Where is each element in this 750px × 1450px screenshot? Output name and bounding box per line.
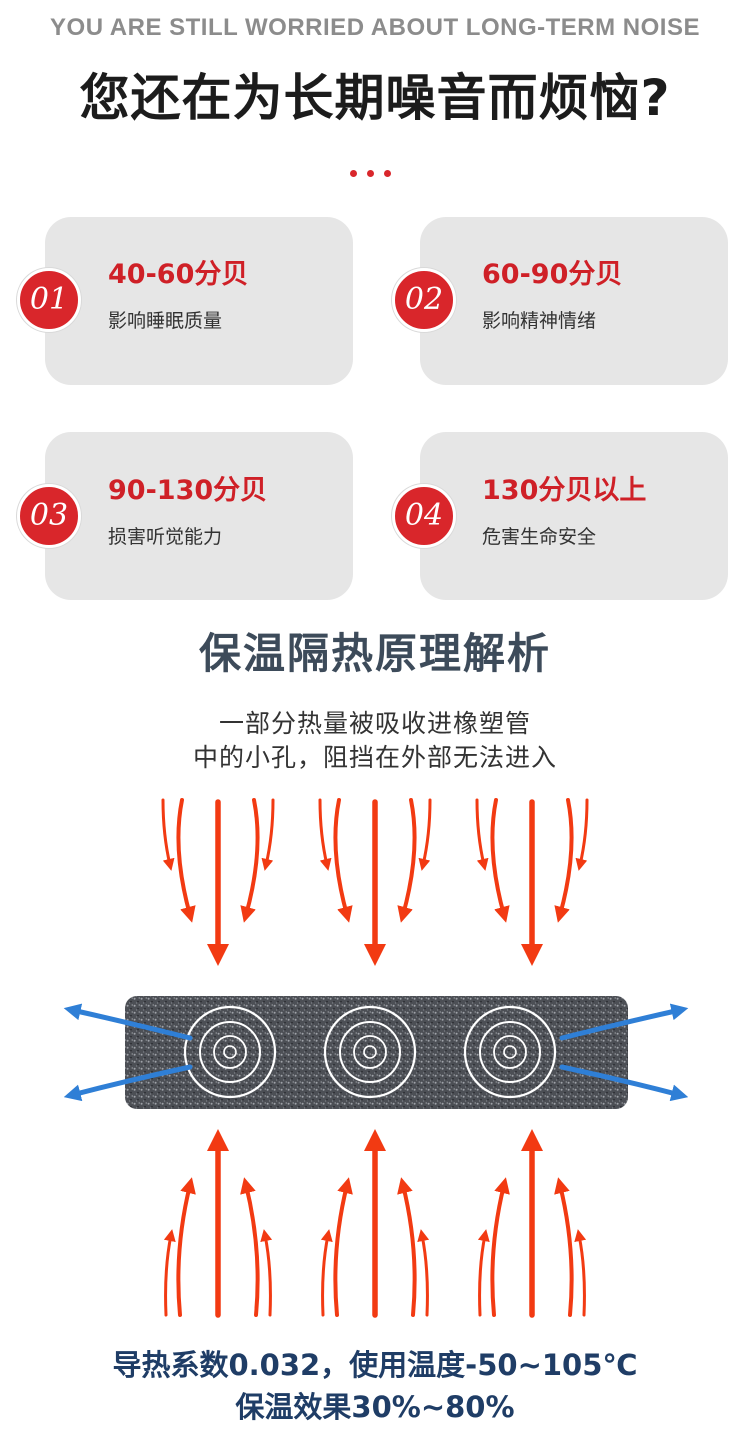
insulation-diagram [63,798,689,1318]
number-badge-1: 01 [17,268,81,332]
number-badge-4: 04 [392,484,456,548]
noise-card-4 [420,432,728,600]
dot-icon [384,170,391,177]
principle-text-2: 中的小孔，阻挡在外部无法进入 [192,743,557,772]
foam-cell-rings [183,1005,557,1099]
dot-icon [367,170,374,177]
footer-spec-2: 保温效果30%~80% [235,1390,515,1424]
noise-level-3: 90-130分贝 [108,475,268,506]
noise-card-1 [45,217,353,385]
dot-icon [350,170,357,177]
principle-text-1: 一部分热量被吸收进橡塑管 [218,709,531,738]
number-badge-2: 02 [392,268,456,332]
noise-level-2: 60-90分贝 [482,259,623,290]
number-badge-3: 03 [17,484,81,548]
noise-card-2 [420,217,728,385]
noise-level-4: 130分贝以上 [482,475,647,506]
noise-effect-1: 影响睡眠质量 [108,310,223,332]
noise-card-3 [45,432,353,600]
heat-arrows-down [161,798,589,966]
principle-title: 保温隔热原理解析 [198,629,551,678]
heat-arrows-sideways [63,1003,689,1102]
noise-effect-2: 影响精神情绪 [482,310,597,332]
noise-level-1: 40-60分贝 [108,259,249,290]
en-title: YOU ARE STILL WORRIED ABOUT LONG-TERM NO… [50,14,700,41]
noise-effect-4: 危害生命安全 [482,526,597,548]
footer-spec-1: 导热系数0.032，使用温度-50~105℃ [112,1348,638,1382]
heat-arrows-up [163,1129,587,1318]
page-title: 您还在为长期噪音而烦恼? [79,69,671,127]
decorative-dots [350,170,400,180]
noise-effect-3: 损害听觉能力 [108,526,223,548]
